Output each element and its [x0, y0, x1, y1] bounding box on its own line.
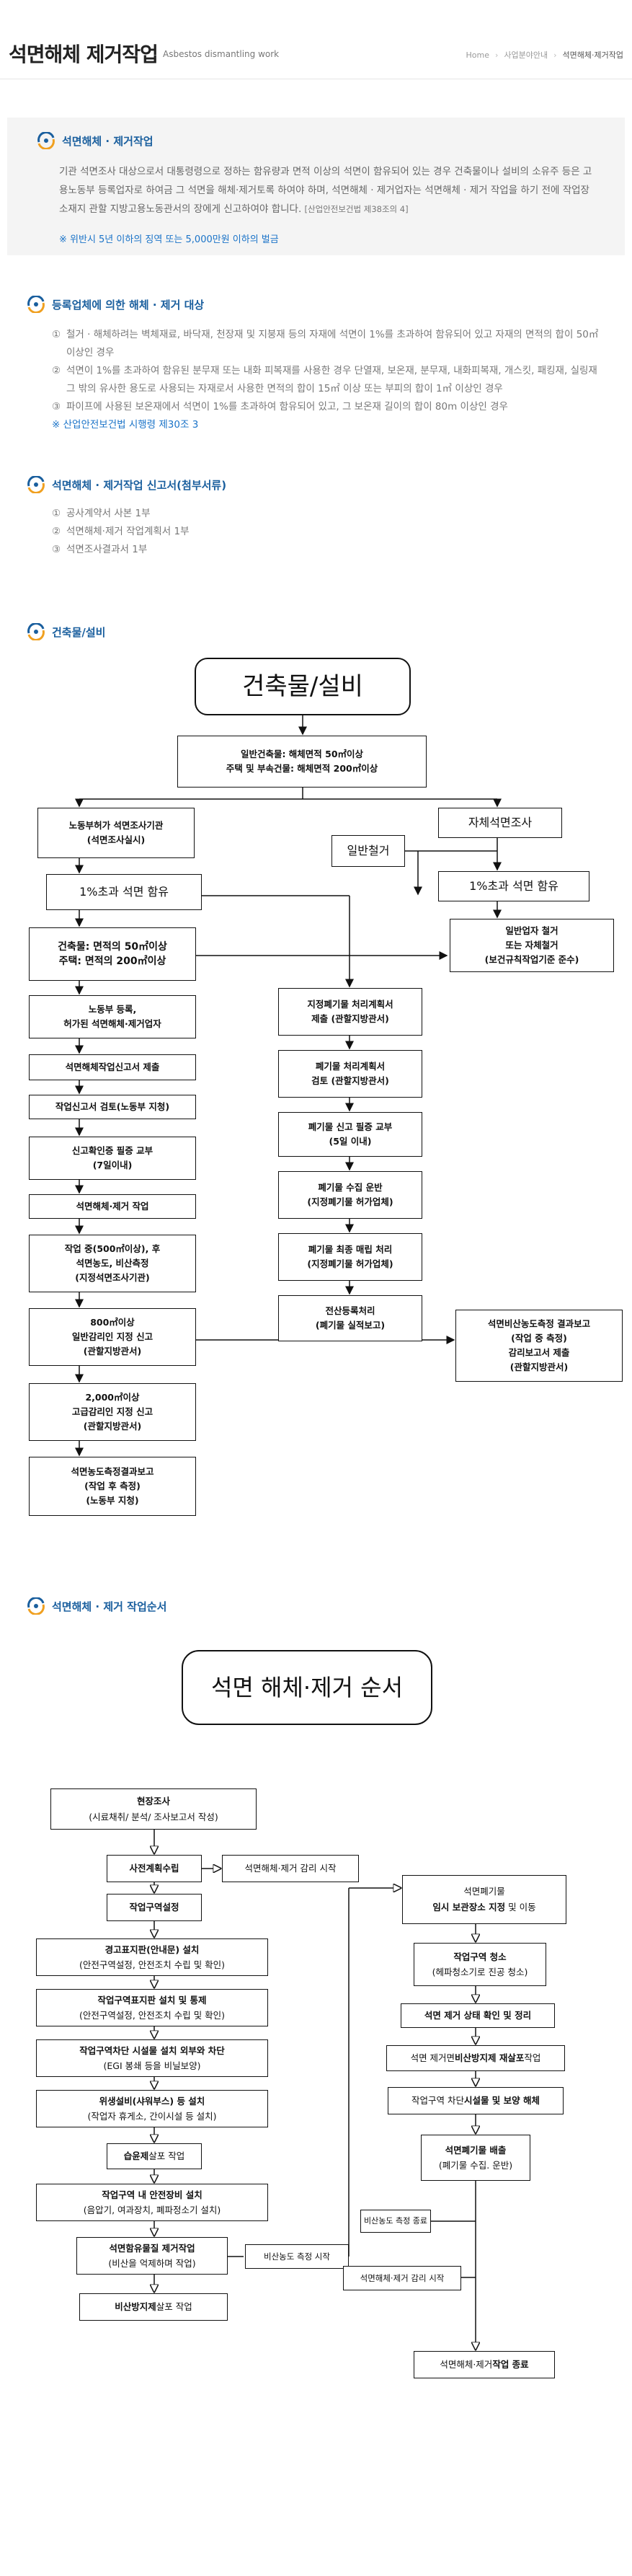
flow1-step-measurement: 작업 중(500㎡이상), 후 석면농도, 비산측정 (지정석면조사기관)	[29, 1235, 196, 1292]
flow1-waste-registration: 전산등록처리 (폐기물 실적보고)	[278, 1295, 422, 1341]
intro-body: 기관 석면조사 대상으로서 대통령령으로 정하는 함유량과 면적 이상의 석면이…	[59, 166, 592, 215]
flow1-labor-survey: 노동부허가 석면조사기관 (석면조사실시)	[37, 808, 195, 858]
flow2-supervision-end: 석면해체·제거 감리 시작	[343, 2266, 461, 2290]
section-logo-icon	[27, 623, 45, 640]
flow2-zone-cleaning: 작업구역 청소 (헤파청소기로 진공 청소)	[414, 1943, 546, 1986]
flow1-step-review: 작업신고서 검토(노동부 지청)	[29, 1095, 196, 1119]
flow2-supervision-start: 석면해체·제거 감리 시작	[222, 1855, 359, 1882]
flow2-asbestos-removal: 석면함유물질 제거작업 (비산을 억제하며 작업)	[76, 2237, 228, 2275]
flow1-waste-landfill: 폐기물 최종 매립 처리 (지정폐기물 허가업체)	[278, 1233, 422, 1281]
flow1-step-registered: 노동부 등록, 허가된 석면해체·제거업자	[29, 995, 196, 1038]
section-logo-icon	[27, 476, 45, 493]
flow1-waste-plan-submit: 지정폐기물 처리계획서 제출 (관할지방관서)	[278, 988, 422, 1036]
flow2-heading: 석면해체 · 제거 작업순서	[26, 1597, 166, 1615]
flow1-step-final-report: 석면농도측정결과보고 (작업 후 측정) (노동부 지청)	[29, 1457, 196, 1516]
breadcrumb: Home › 사업분야안내 › 석면해체·제거작업	[466, 49, 624, 61]
flow1-dust-report: 석면비산농도측정 결과보고 (작업 중 측정) 감리보고서 제출 (관할지방관서…	[455, 1310, 623, 1382]
flow2-zone-setting: 작업구역설정	[107, 1894, 202, 1921]
report-heading: 석면해체 · 제거작업 신고서(첨부서류)	[26, 476, 226, 493]
flow1-step-certificate: 신고확인증 필증 교부 (7일이내)	[29, 1137, 196, 1180]
flow1-title: 건축물/설비	[195, 658, 411, 715]
flow2-work-complete: 석면해체·제거 작업 종료	[414, 2351, 555, 2378]
flow2-dust-measure-end: 비산농도 측정 종료	[360, 2210, 431, 2233]
flow2-isolation: 작업구역차단 시설물 설치 외부와 차단 (EGI 봉쇄 등을 비닐보양)	[36, 2039, 268, 2077]
flow1-waste-plan-review: 폐기물 처리계획서 검토 (관할지방관서)	[278, 1050, 422, 1098]
flow1-heading: 건축물/설비	[26, 623, 105, 640]
section-logo-icon	[27, 296, 45, 313]
section-logo-icon	[37, 132, 55, 149]
flow2-dismantle: 작업구역 차단 시설물 및 보양 해체	[388, 2087, 564, 2114]
flow2-title: 석면 해체·제거 순서	[182, 1650, 432, 1725]
flow2-site-survey: 현장조사 (시료채취/ 분석/ 조사보고서 작성)	[50, 1788, 257, 1830]
flow1-step-removal: 석면해체·제거 작업	[29, 1194, 196, 1219]
section-logo-icon	[27, 1597, 45, 1615]
flow1-step-general-supervisor: 800㎡이상 일반감리인 지정 신고 (관할지방관서)	[29, 1308, 196, 1366]
intro-box: 석면해체 · 제거작업 기관 석면조사 대상으로서 대통령령으로 정하는 함유량…	[7, 118, 625, 255]
flow1-over1-left: 1%초과 석면 함유	[46, 874, 202, 910]
flow1-waste-transport: 폐기물 수집 운반 (지정폐기물 허가업체)	[278, 1171, 422, 1219]
flow2-zone-access-control: 작업구역표지판 설치 및 통제 (안전구역설정, 안전조치 수립 및 확인)	[36, 1989, 268, 2026]
flow2-removal-check: 석면 제거 상태 확인 및 정리	[401, 2003, 555, 2028]
target-heading: 등록업체에 의한 해체 · 제거 대상	[26, 296, 204, 313]
flow1-top-condition: 일반건축물: 해체면적 50㎡이상 주택 및 부속건물: 해체면적 200㎡이상	[177, 736, 427, 788]
breadcrumb-category[interactable]: 사업분야안내	[504, 50, 548, 60]
page-title: 석면해체 제거작업	[9, 43, 159, 66]
flow2-rescatter: 석면 제거면 비산방지제 재살포 작업	[386, 2045, 565, 2071]
breadcrumb-separator-icon: ›	[494, 50, 499, 60]
flow1-step-submit-report: 석면해체작업신고서 제출	[29, 1054, 196, 1080]
flow1-over1-right: 1%초과 석면 함유	[438, 871, 589, 901]
page-subtitle: Asbestos dismantling work	[163, 49, 280, 59]
page-header: 석면해체 제거작업 Asbestos dismantling work Home…	[0, 0, 632, 79]
penalty-note: ※ 위반시 5년 이하의 징역 또는 5,000만원 이하의 벌금	[59, 234, 279, 245]
flow2-dust-measure-start: 비산농도 측정 시작	[245, 2244, 349, 2269]
flow2-warning-sign: 경고표지판(안내문) 설치 (안전구역설정, 안전조치 수립 및 확인)	[36, 1938, 268, 1976]
flow2-waste-temp-storage: 석면폐기물 임시 보관장소 지정 및 이동	[402, 1875, 566, 1924]
flow1-self-survey: 자체석면조사	[438, 808, 562, 838]
breadcrumb-current: 석면해체·제거작업	[562, 50, 623, 60]
flow1-waste-certificate: 폐기물 신고 필증 교부 (5일 이내)	[278, 1112, 422, 1157]
intro-heading: 석면해체 · 제거작업	[36, 132, 153, 149]
breadcrumb-home[interactable]: Home	[466, 50, 489, 60]
breadcrumb-separator-icon: ›	[553, 50, 557, 60]
flow1-step-senior-supervisor: 2,000㎡이상 고급감리인 지정 신고 (관할지방관서)	[29, 1383, 196, 1441]
law-reference: [산업안전보건법 제38조의 4]	[304, 204, 409, 214]
flow1-general-contractor: 일반업자 철거 또는 자체철거 (보건규칙작업기준 준수)	[450, 919, 614, 972]
flow1-general-demolition: 일반철거	[331, 835, 405, 867]
flow2-prior-plan: 사전계획수립	[107, 1855, 202, 1882]
flow2-hygiene: 위생설비(샤워부스) 등 설치 (작업자 휴게소, 간이시설 등 설치)	[36, 2090, 268, 2127]
target-law-note: ※ 산업안전보건법 시행령 제30조 3	[52, 419, 199, 431]
flow1-area-condition: 건축물: 면적의 50㎡이상 주택: 면적의 200㎡이상	[29, 927, 196, 981]
flow2-waste-discharge: 석면폐기물 배출 (폐기물 수집. 운반)	[421, 2135, 530, 2181]
flow2-safety-equipment: 작업구역 내 안전장비 설치 (음압기, 여과장치, 폐파정소기 설치)	[36, 2184, 268, 2221]
